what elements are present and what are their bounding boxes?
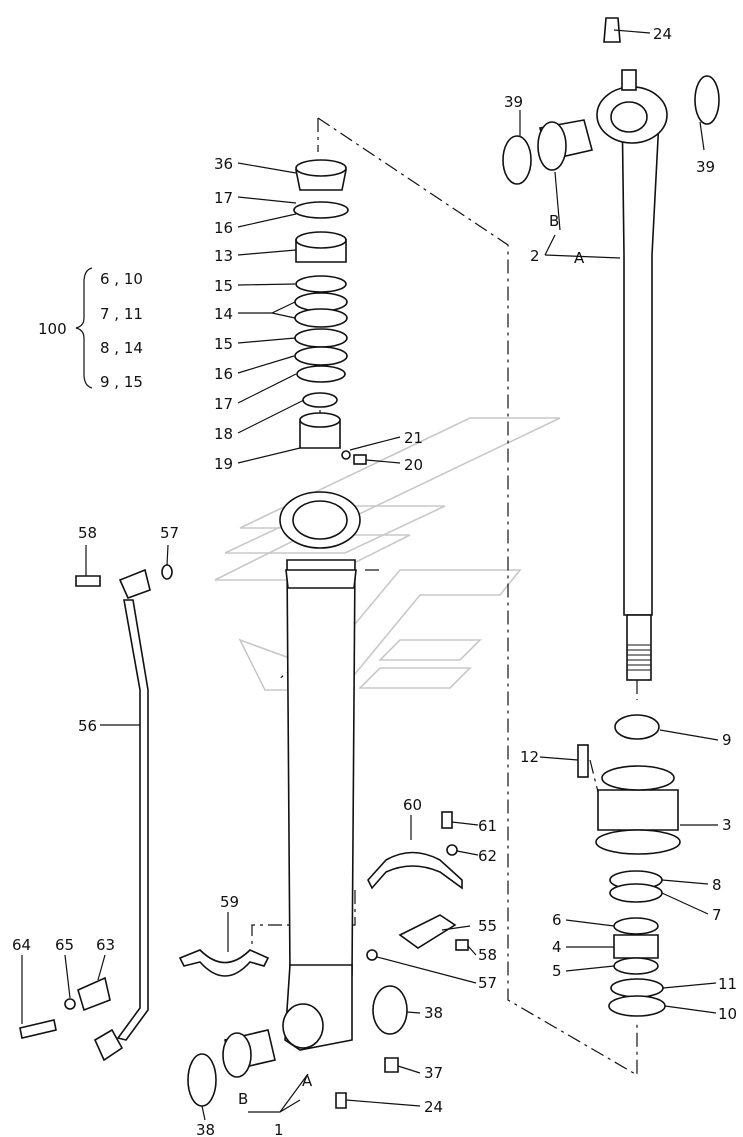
label-62: 62 [478,847,497,865]
label-B-bottom: B [238,1090,248,1108]
label-9: 9 [722,731,732,749]
label-16-a: 16 [214,219,233,237]
label-B-top: B [549,212,559,230]
label-38-right: 38 [424,1004,443,1022]
cylinder-tube [279,491,361,1051]
label-39-right: 39 [696,158,715,176]
part-labels: 24 39 39 36 17 16 13 15 14 15 16 17 18 1… [12,25,737,1137]
pipe-clamps [19,811,469,1039]
label-15-b: 15 [214,335,233,353]
label-17-b: 17 [214,395,233,413]
label-36: 36 [214,155,233,173]
label-59: 59 [220,893,239,911]
label-A-top: A [574,249,585,267]
label-24-top: 24 [653,25,672,43]
label-15-a: 15 [214,277,233,295]
label-39-left: 39 [504,93,523,111]
label-21: 21 [404,429,423,447]
label-16-b: 16 [214,365,233,383]
gland-stack [293,159,367,465]
label-8: 8 [712,876,722,894]
label-65: 65 [55,936,74,954]
hydraulic-pipe [75,564,173,1062]
label-14: 14 [214,305,233,323]
label-56: 56 [78,717,97,735]
label-12: 12 [520,748,539,766]
label-64: 64 [12,936,31,954]
label-5: 5 [552,962,562,980]
label-63: 63 [96,936,115,954]
label-19: 19 [214,455,233,473]
label-13: 13 [214,247,233,265]
label-7: 7 [712,906,722,924]
label-57-top: 57 [160,524,179,542]
leader-lines [21,29,719,1121]
label-18: 18 [214,425,233,443]
label-57-mid: 57 [478,974,497,992]
label-3: 3 [722,816,732,834]
rod-eye-bushing [502,75,720,185]
label-24-bottom: 24 [424,1098,443,1116]
label-58-top: 58 [78,524,97,542]
label-60: 60 [403,796,422,814]
label-1: 1 [274,1121,284,1137]
label-kit-row-2: 7 , 11 [100,305,143,323]
label-10: 10 [718,1005,737,1023]
label-61: 61 [478,817,497,835]
label-kit-100: 100 [38,320,67,338]
label-11: 11 [718,975,737,993]
label-38-left: 38 [196,1121,215,1137]
label-A-bottom: A [302,1072,313,1090]
label-20: 20 [404,456,423,474]
label-37: 37 [424,1064,443,1082]
label-kit-row-3: 8 , 14 [100,339,143,357]
label-6: 6 [552,911,562,929]
piston-assembly [577,714,681,1017]
label-2: 2 [530,247,540,265]
label-17-a: 17 [214,189,233,207]
label-58-mid: 58 [478,946,497,964]
kit-bracket [75,267,93,389]
label-4: 4 [552,938,562,956]
label-kit-row-4: 9 , 15 [100,373,143,391]
label-55: 55 [478,917,497,935]
piston-rod [596,17,668,681]
tube-end-bushing [187,985,408,1109]
label-kit-row-1: 6 , 10 [100,270,143,288]
